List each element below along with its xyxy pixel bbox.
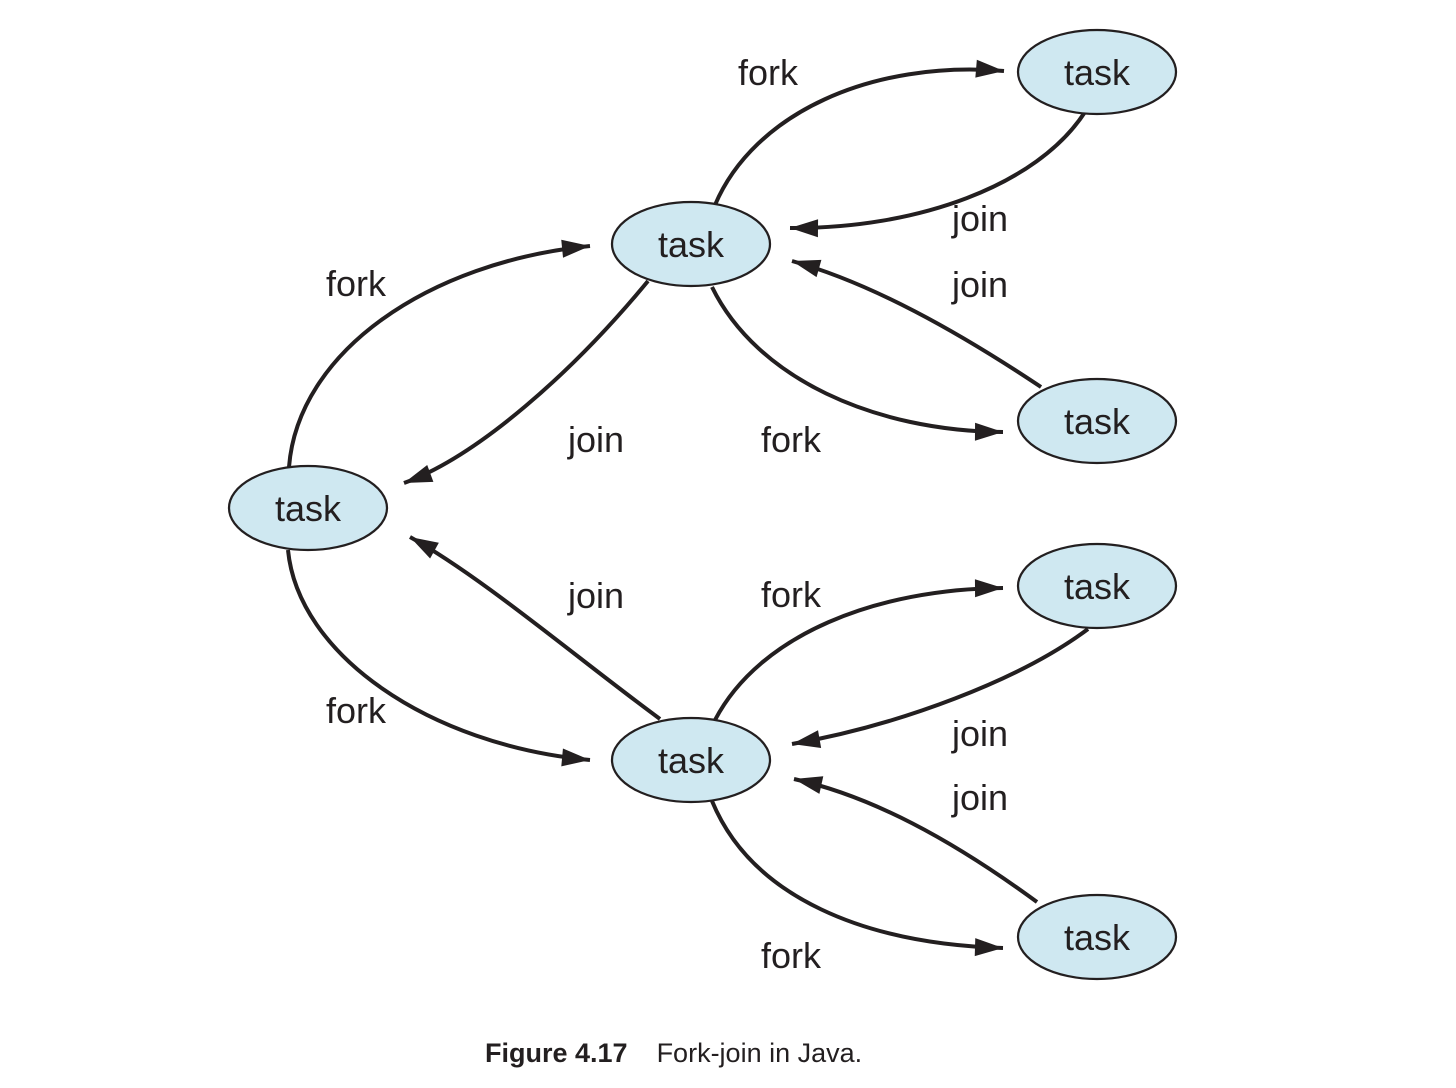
fork-arrow-lower-to-bottomright [710,800,1004,957]
diagram-edge-labels: fork join fork join join fork join fork … [326,52,1008,976]
task-node-label: task [658,224,725,265]
task-node-ellipse [1016,893,1178,981]
task-node-label: task [658,740,725,781]
task-node-ellipse [610,200,772,288]
task-node-root: task [227,464,389,552]
figure-caption-text: Fork-join in Java. [656,1038,863,1068]
join-arrow-upperright-to-upper [791,259,1043,389]
figure-caption: Figure 4.17 Fork-join in Java. [485,1038,862,1069]
task-node-upper-right: task [1016,377,1178,465]
edge-label-join: join [951,198,1008,239]
task-node-lower: task [610,716,772,804]
task-node-label: task [1064,566,1131,607]
edge-label-join: join [951,777,1008,818]
edge-label-join: join [951,713,1008,754]
task-node-ellipse [1016,542,1178,630]
edge-label-fork: fork [326,263,387,304]
fork-arrow-root-to-lower [286,549,591,767]
task-node-ellipse [227,464,389,552]
join-arrow-bottomright-to-lower [793,776,1039,904]
task-node-ellipse [1016,28,1178,116]
task-node-ellipse [610,716,772,804]
fork-arrow-root-to-upper [287,239,591,468]
join-arrow-lowerright-to-lower [791,627,1090,749]
task-node-bottom-right: task [1016,893,1178,981]
edge-label-fork: fork [761,419,822,460]
join-arrow-lower-to-root [409,535,662,721]
edge-label-fork: fork [761,574,822,615]
diagram-edges [286,59,1090,957]
task-node-ellipse [1016,377,1178,465]
task-node-label: task [275,488,342,529]
task-node-lower-right: task [1016,542,1178,630]
task-node-label: task [1064,52,1131,93]
edge-label-fork: fork [326,690,387,731]
task-node-top-right: task [1016,28,1178,116]
edge-label-join: join [951,264,1008,305]
edge-label-fork: fork [738,52,799,93]
fork-arrow-lower-to-lowerright [713,579,1004,721]
diagram-nodes: task task task task task task task [227,28,1178,981]
figure-caption-number: Figure 4.17 [485,1038,628,1068]
task-node-label: task [1064,401,1131,442]
join-arrow-upper-to-root [403,279,650,485]
task-node-upper: task [610,200,772,288]
fork-arrow-upper-to-topright [713,59,1005,206]
fork-arrow-upper-to-upperright [710,286,1004,441]
task-node-label: task [1064,917,1131,958]
edge-label-join: join [567,575,624,616]
join-arrow-topright-to-upper [789,110,1087,238]
fork-join-diagram: fork join fork join join fork join fork … [227,28,1178,981]
edge-label-join: join [567,419,624,460]
edge-label-fork: fork [761,935,822,976]
